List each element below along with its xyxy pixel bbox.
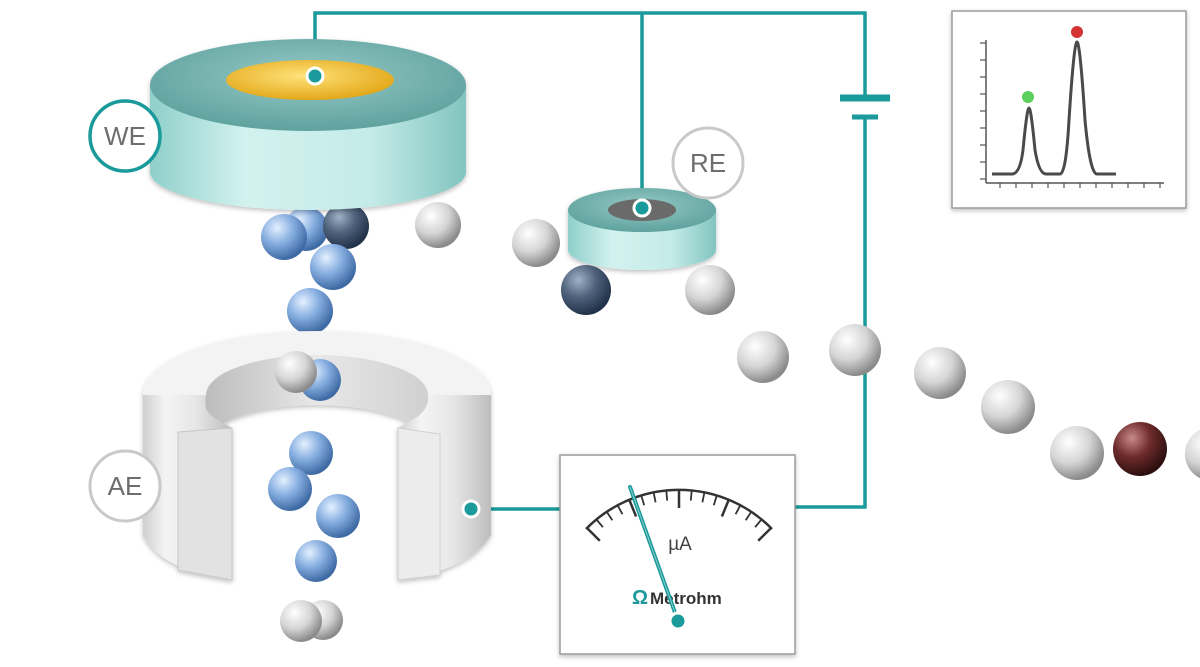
meter-tick	[640, 495, 646, 506]
ae-label-badge: AE	[88, 449, 162, 523]
re-contact	[632, 198, 652, 218]
sphere	[1113, 422, 1167, 476]
sphere	[310, 244, 356, 290]
chromatogram-trace	[992, 40, 1116, 176]
auxiliary-electrode	[143, 331, 491, 581]
sphere	[287, 288, 333, 334]
meter-tick	[720, 499, 730, 517]
sphere	[268, 467, 312, 511]
we-contact	[305, 66, 325, 86]
we-label-badge: WE	[88, 99, 162, 173]
chromatogram-icon	[951, 10, 1187, 209]
ae-left-cut	[177, 427, 233, 581]
meter-tick	[757, 527, 772, 542]
ammeter-pivot	[668, 611, 688, 631]
meter-tick	[586, 527, 601, 542]
wire-right-down	[795, 116, 867, 509]
meter-tick	[665, 490, 669, 501]
working-electrode	[150, 39, 466, 210]
ae-top-face	[143, 331, 491, 395]
sphere	[1050, 426, 1104, 480]
ammeter-icon: µA Ω Metrohm	[559, 454, 796, 655]
sphere	[512, 219, 560, 267]
ae-right-cut	[397, 427, 441, 581]
sphere	[323, 203, 369, 249]
meter-tick	[689, 490, 693, 501]
we-label: WE	[104, 121, 146, 151]
metrohm-logo: Ω Metrohm	[632, 587, 722, 609]
sphere	[289, 431, 333, 475]
re-label-badge: RE	[671, 126, 745, 200]
analyte-spheres-column-lower	[261, 214, 356, 334]
metrohm-brand: Metrohm	[650, 589, 722, 608]
ammeter-scale-ticks	[586, 490, 772, 542]
meter-tick	[754, 518, 763, 528]
chromatogram-ticks	[980, 42, 1161, 188]
ae-contact	[461, 499, 481, 519]
sphere	[561, 265, 611, 315]
analyte-spheres-ae	[268, 351, 360, 642]
meter-tick	[616, 504, 624, 515]
sphere	[280, 600, 322, 642]
metrohm-symbol: Ω	[632, 587, 648, 609]
peak-marker-small	[1022, 91, 1034, 103]
meter-tick	[734, 504, 742, 515]
meter-tick	[744, 511, 752, 521]
sphere	[275, 351, 317, 393]
sphere	[316, 494, 360, 538]
battery-icon	[840, 94, 890, 120]
ammeter-scale-arc	[585, 488, 773, 530]
meter-tick	[628, 499, 638, 517]
meter-tick	[606, 511, 614, 521]
sphere	[685, 265, 735, 315]
meter-tick	[652, 492, 657, 503]
sphere	[737, 331, 789, 383]
sphere	[295, 540, 337, 582]
meter-tick	[701, 492, 706, 503]
re-label: RE	[690, 148, 726, 178]
sphere	[981, 380, 1035, 434]
sphere	[1185, 429, 1200, 479]
peak-marker-large	[1071, 26, 1083, 38]
meter-tick	[595, 518, 604, 528]
sphere	[914, 347, 966, 399]
eluent-spheres	[415, 202, 1200, 480]
ammeter-unit: µA	[668, 534, 692, 555]
sphere	[415, 202, 461, 248]
sphere	[261, 214, 307, 260]
meter-tick	[712, 495, 718, 506]
sphere	[829, 324, 881, 376]
ae-label: AE	[108, 471, 143, 501]
